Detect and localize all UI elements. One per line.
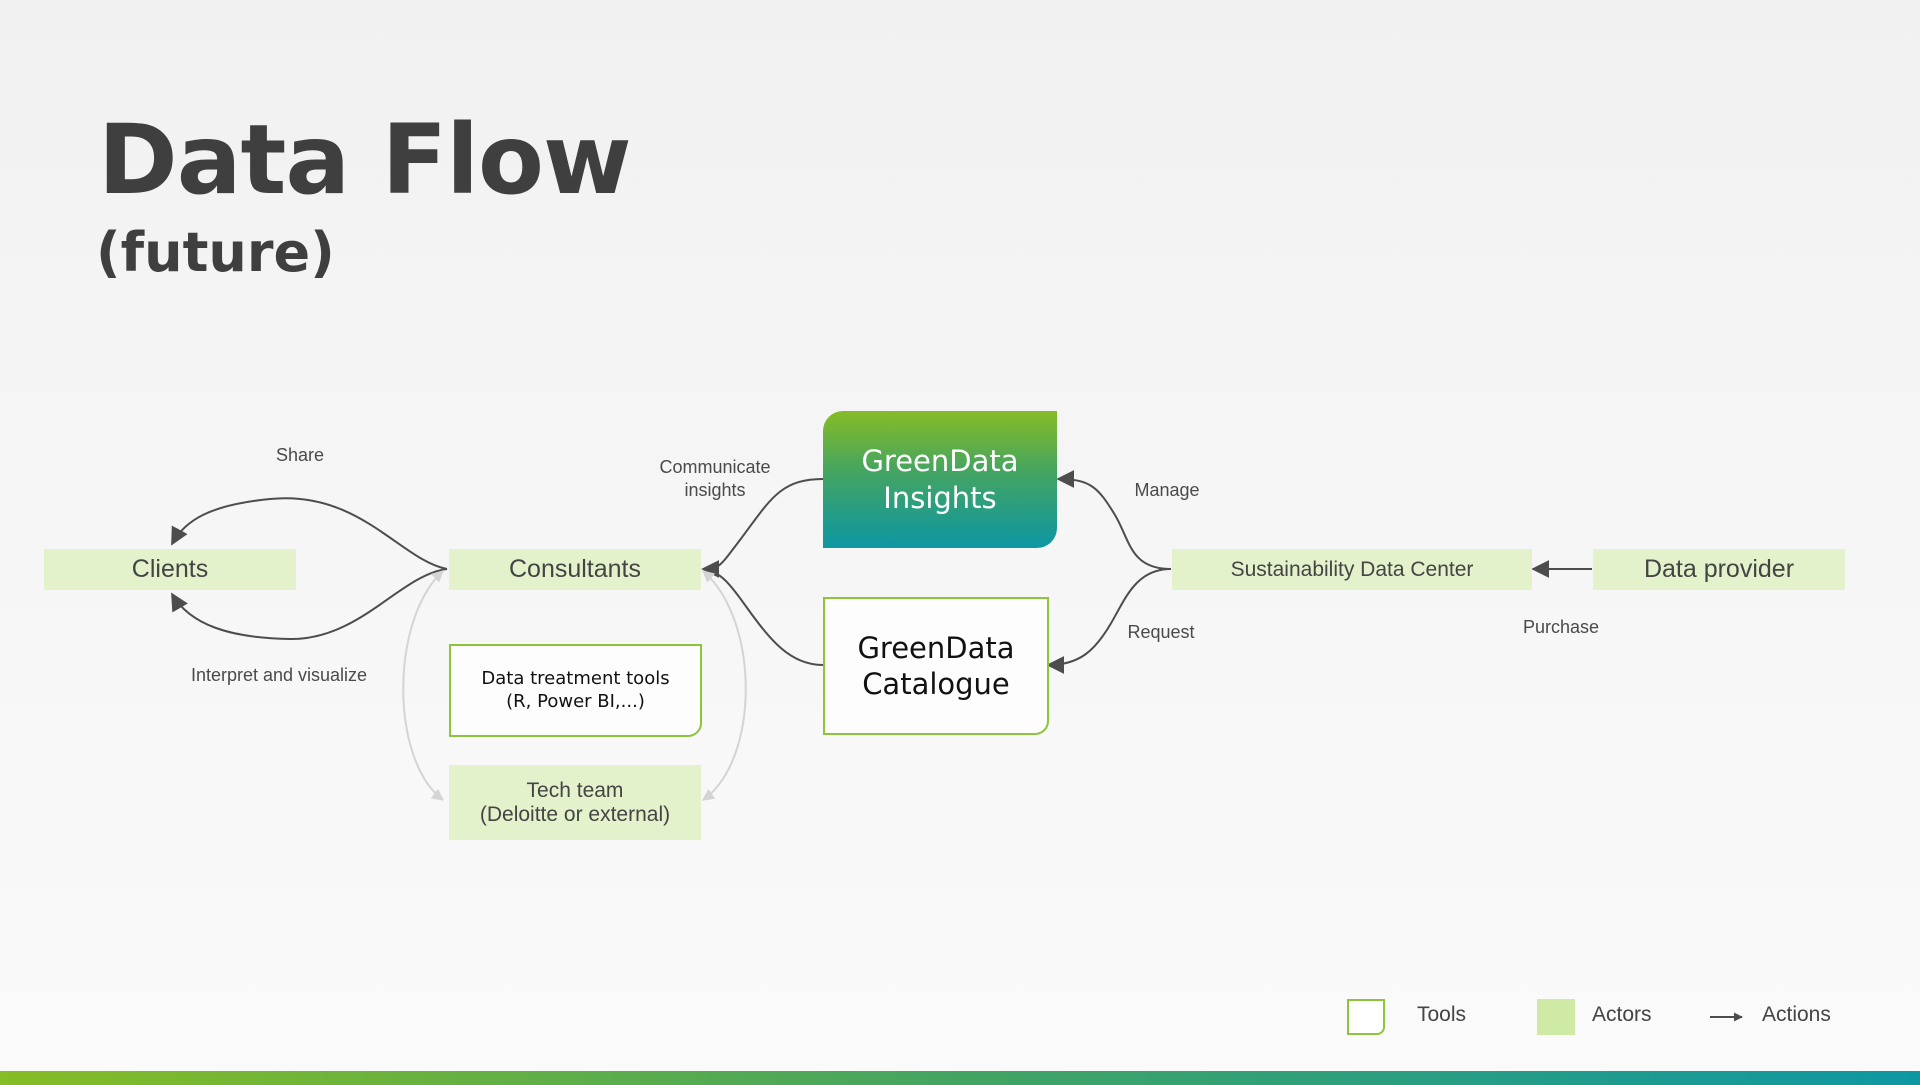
consultants-techteam-left (402, 570, 444, 801)
consultants-techteam-right (702, 570, 747, 801)
action-label-purchase: Purchase (1522, 617, 1600, 637)
communicate-arrow (701, 478, 824, 578)
brand-gradient-bar (0, 1071, 1920, 1085)
actor-clients: Clients (44, 549, 296, 590)
request-arrow (1046, 568, 1172, 674)
manage-arrow (1056, 470, 1172, 570)
tool-greendata-catalogue: GreenData Catalogue (823, 597, 1049, 735)
action-label-interpret: Interpret and visualize (190, 665, 368, 685)
catalogue-consultants-arrow (702, 568, 824, 666)
legend-tools-swatch (1347, 999, 1385, 1035)
actor-data-provider: Data provider (1593, 549, 1845, 590)
interpret-arrow (171, 568, 448, 641)
actor-tech-team: Tech team (Deloitte or external) (449, 765, 701, 840)
tool-greendata-insights: GreenData Insights (823, 411, 1057, 548)
action-label-request: Request (1127, 622, 1195, 642)
page-subtitle: (future) (96, 221, 335, 284)
page-title: Data Flow (98, 104, 632, 216)
legend-actors-swatch (1537, 999, 1575, 1035)
share-arrow (171, 497, 448, 570)
legend-actions-label: Actions (1762, 1003, 1831, 1026)
action-label-communicate: Communicate insights (659, 457, 771, 501)
actor-consultants: Consultants (449, 549, 701, 590)
action-label-share: Share (275, 445, 325, 465)
legend-actors-label: Actors (1592, 1003, 1652, 1026)
legend-tools-label: Tools (1417, 1003, 1467, 1026)
tool-data-treatment: Data treatment tools (R, Power BI,...) (449, 644, 702, 737)
actor-sustainability-data-center: Sustainability Data Center (1172, 549, 1532, 590)
action-label-manage: Manage (1134, 480, 1200, 500)
